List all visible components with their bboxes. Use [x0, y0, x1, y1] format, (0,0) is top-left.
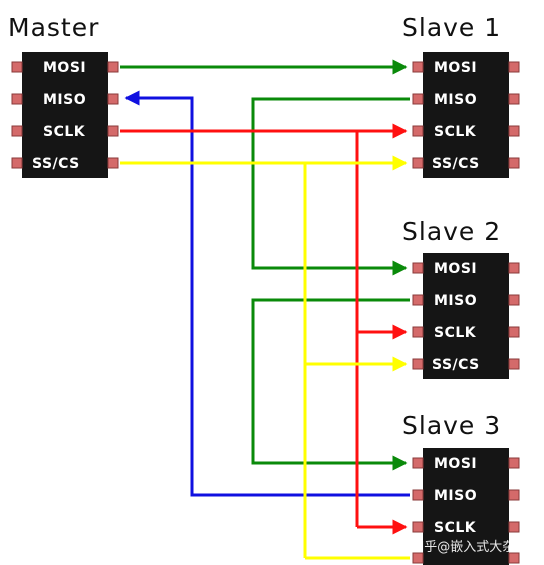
slave2-title: Slave 2 [402, 217, 501, 246]
master-chip: MOSI MISO SCLK SS/CS [11, 52, 119, 178]
slave2-pin-sclk: SCLK [434, 325, 477, 341]
master-pin-sclk: SCLK [43, 124, 86, 140]
slave2-pin-mosi: MOSI [434, 261, 477, 277]
slave3-pin-mosi: MOSI [434, 456, 477, 472]
slave1-pin-sclk: SCLK [434, 124, 477, 140]
slave1-pins [412, 61, 520, 169]
slave3-chip-body [423, 448, 509, 565]
wires [120, 59, 410, 560]
slave1-pin-mosi: MOSI [434, 60, 477, 76]
master-title: Master [8, 13, 99, 42]
slave1-pin-ss: SS/CS [432, 156, 480, 172]
slave2-pin-ss: SS/CS [432, 357, 480, 373]
slave3-title: Slave 3 [402, 411, 501, 440]
master-chip-body [22, 52, 108, 178]
watermark: CSDN @知乎@嵌入式大杂烩 [357, 539, 528, 555]
master-pin-ss: SS/CS [32, 156, 80, 172]
wire-miso-slave1-to-slave2 [251, 97, 410, 276]
slave3-pins [412, 457, 520, 564]
slave3-chip: MOSI MISO SCLK [412, 448, 520, 565]
master-pins [11, 61, 119, 169]
slave1-pin-miso: MISO [434, 92, 477, 108]
slave2-chip: MOSI MISO SCLK SS/CS [412, 253, 520, 379]
master-pin-mosi: MOSI [43, 60, 86, 76]
slave2-chip-body [423, 253, 509, 379]
slave1-chip: MOSI MISO SCLK SS/CS [412, 52, 520, 178]
master-pin-miso: MISO [43, 92, 86, 108]
slave3-pin-sclk: SCLK [434, 520, 477, 536]
slave2-pins [412, 262, 520, 370]
slave1-chip-body [423, 52, 509, 178]
slave1-title: Slave 1 [402, 13, 501, 42]
wire-miso-slave3-to-master [124, 90, 410, 497]
wire-miso-slave2-to-slave3 [251, 298, 410, 471]
slave2-pin-miso: MISO [434, 293, 477, 309]
slave3-pin-miso: MISO [434, 488, 477, 504]
